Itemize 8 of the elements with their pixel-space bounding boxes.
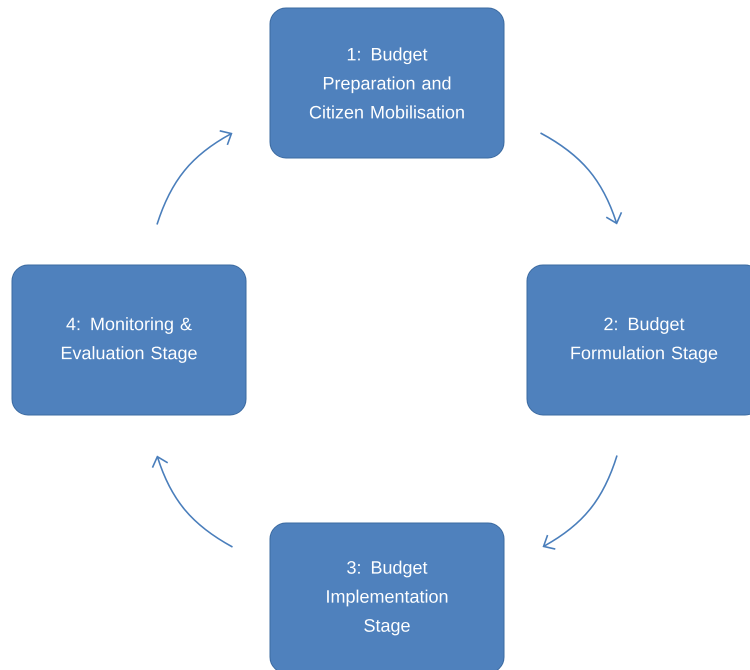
curved-arrow	[152, 456, 233, 548]
curved-arrow	[542, 455, 618, 550]
stage-box: 3: Budget Implementation Stage	[270, 522, 504, 670]
stage-box: 4: Monitoring & Evaluation Stage	[12, 264, 246, 416]
stage-box: 1: Budget Preparation and Citizen Mobilisation	[270, 8, 504, 158]
curved-arrow	[156, 130, 232, 225]
stage-box: 2: Budget Formulation Stage	[526, 264, 750, 416]
curved-arrow	[540, 132, 622, 224]
